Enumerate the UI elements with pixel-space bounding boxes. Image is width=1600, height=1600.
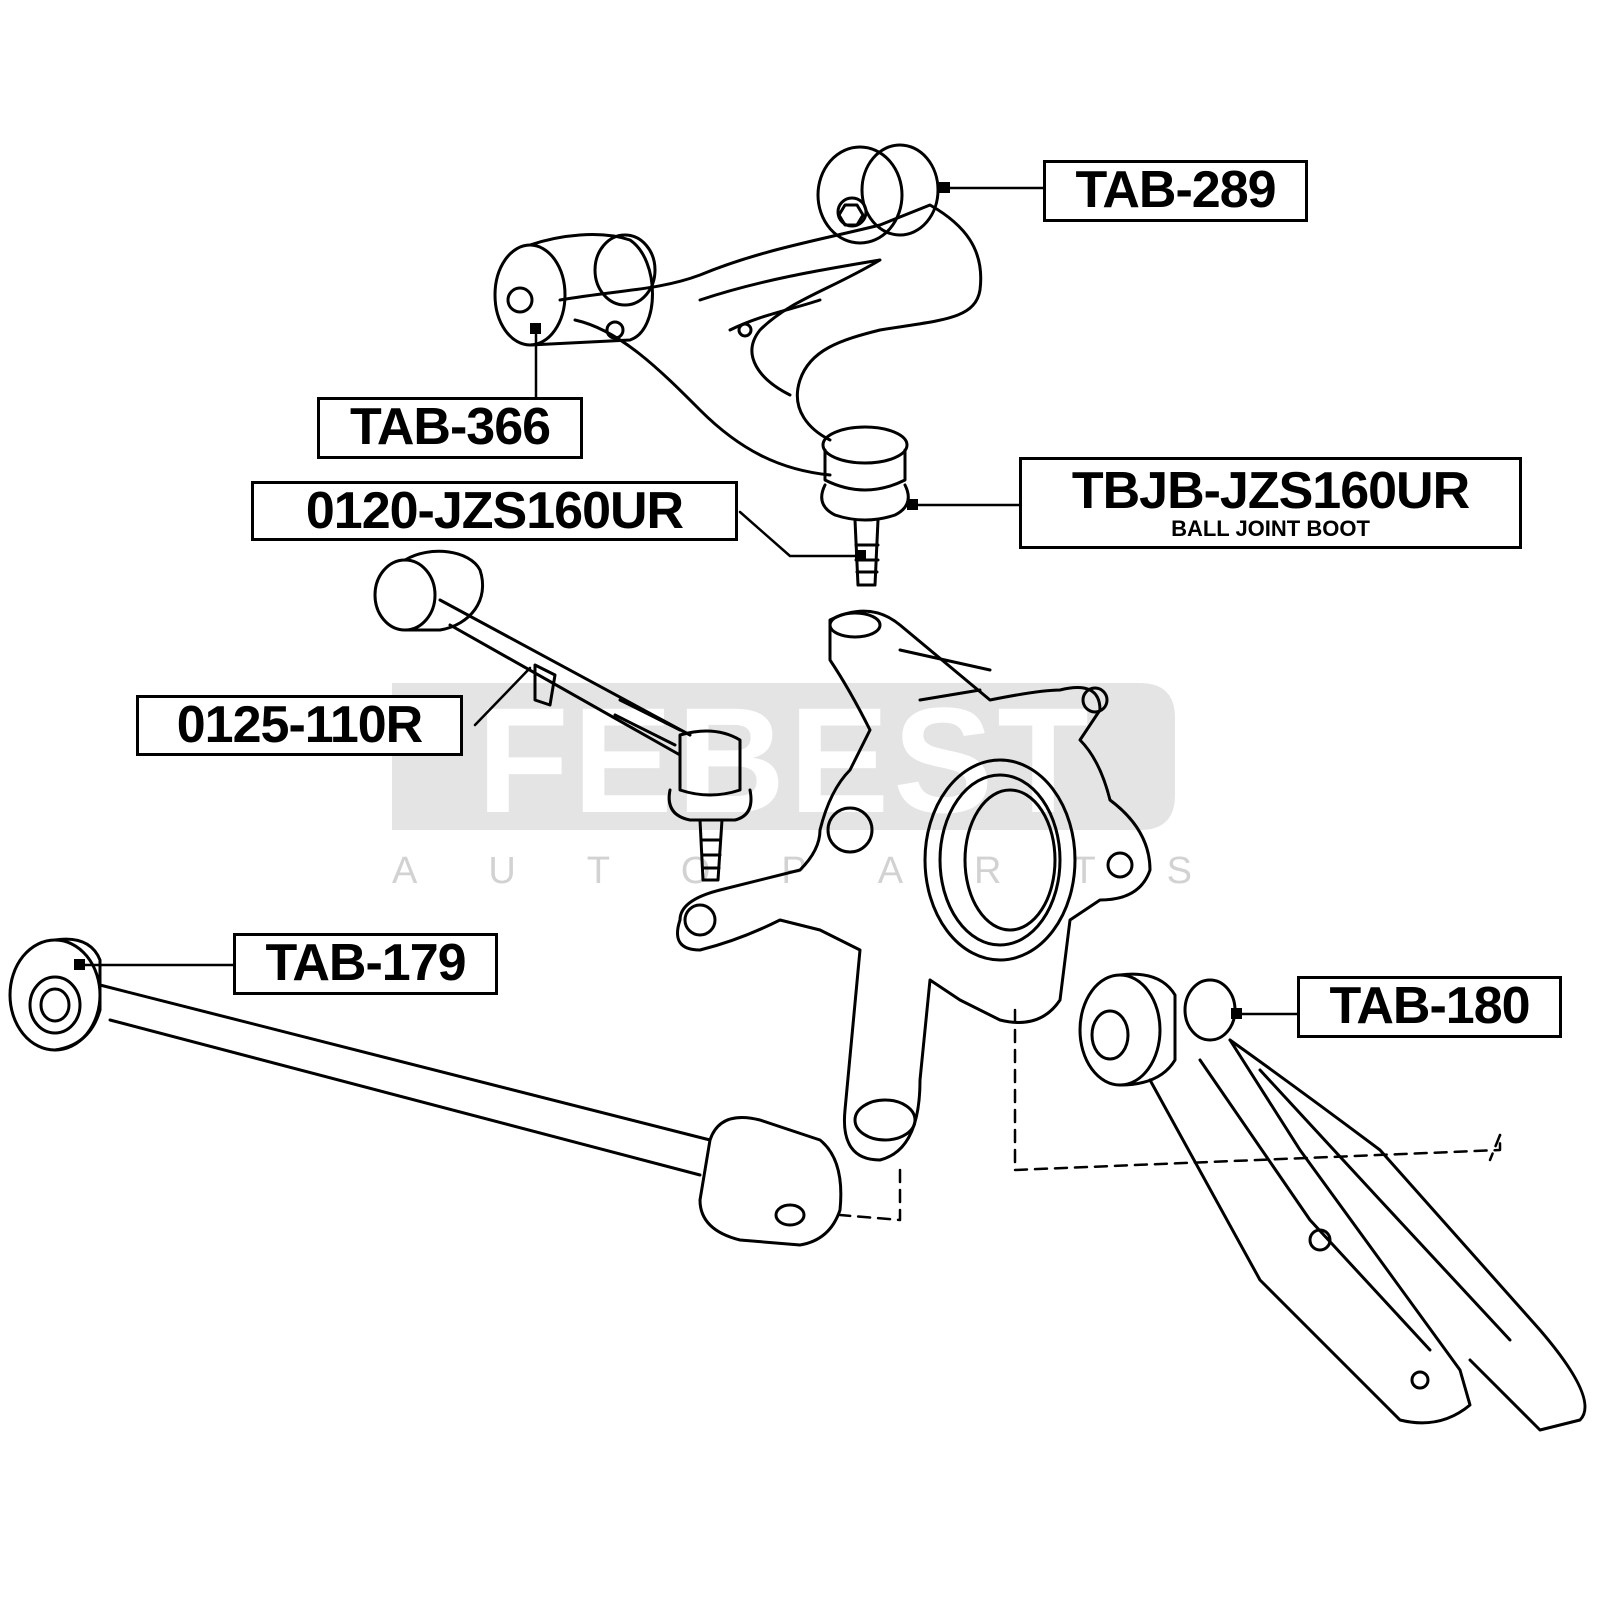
part-code: TAB-180 [1329,977,1530,1035]
part-code: TAB-366 [349,398,551,456]
tagline-letter: T [1072,850,1096,892]
part-label-tbjb-jzs160ur[interactable]: TBJB-JZS160UR BALL JOINT BOOT [1019,457,1522,549]
part-code: 0120-JZS160UR [305,482,684,540]
lower-arm-tab-180 [1078,972,1587,1432]
leader-lines [78,186,1299,1016]
tie-rod [373,549,753,882]
steering-knuckle [676,609,1152,1162]
part-code: TBJB-JZS160UR [1071,462,1470,520]
tagline-letter: R [974,850,1002,892]
part-label-tab-179[interactable]: TAB-179 [233,933,498,995]
tagline-letter: A [392,850,418,892]
part-label-0125-110r[interactable]: 0125-110R [136,695,463,756]
tagline-letter: O [680,850,711,892]
part-label-tab-289[interactable]: TAB-289 [1043,160,1308,222]
part-code: TAB-179 [265,934,466,992]
leader-dots [74,182,1242,1019]
part-label-0120-jzs160ur[interactable]: 0120-JZS160UR [251,481,738,541]
ball-joint [820,425,910,587]
tagline-letter: U [488,850,516,892]
bushing-tab-366 [493,233,657,347]
part-label-tab-180[interactable]: TAB-180 [1297,976,1562,1038]
tagline-letter: T [586,850,610,892]
watermark-tagline: A U T O P A R T S [392,850,1192,893]
assembly-guides [838,1008,1502,1222]
tagline-letter: A [877,850,904,892]
part-label-tab-366[interactable]: TAB-366 [317,397,583,459]
part-code: TAB-289 [1075,161,1276,219]
part-subtitle: BALL JOINT BOOT [1171,516,1370,541]
part-code: 0125-110R [176,696,423,754]
upper-control-arm [558,203,983,477]
tagline-letter: S [1166,850,1192,892]
bushing-tab-289 [816,143,940,245]
lateral-link-tab-179 [8,937,843,1247]
